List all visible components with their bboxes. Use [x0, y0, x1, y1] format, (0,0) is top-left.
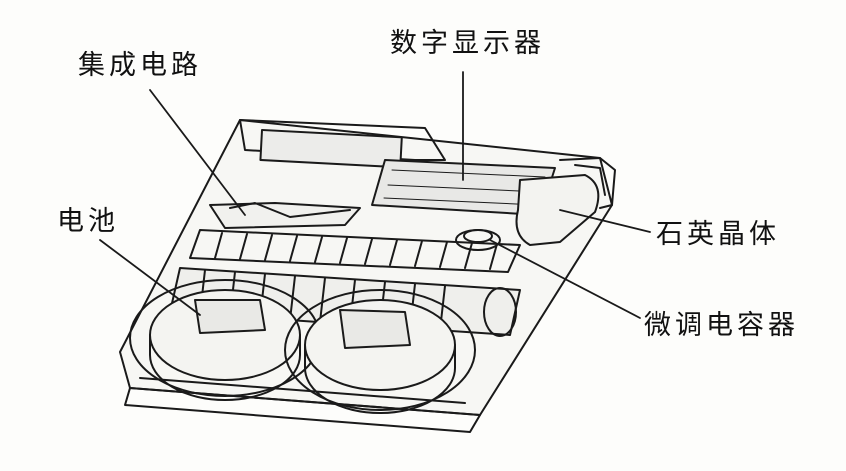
battery-left	[129, 279, 321, 401]
battery-right	[284, 289, 476, 414]
leader-ic	[149, 89, 246, 216]
leader-lines	[99, 71, 651, 319]
trimmer-capacitor	[455, 229, 501, 251]
leader-crystal	[559, 209, 651, 233]
integrated-circuit-block	[209, 202, 361, 229]
label-battery: 电池	[57, 206, 119, 237]
contact-comb	[189, 229, 521, 273]
display-housing	[239, 119, 556, 216]
leader-trimmer	[489, 239, 641, 319]
label-trimmer-capacitor: 微调电容器	[644, 310, 799, 341]
label-quartz-crystal: 石英晶体	[656, 219, 780, 250]
quartz-crystal-part	[515, 157, 616, 246]
label-integrated-circuit: 集成电路	[78, 50, 202, 81]
leader-battery	[99, 239, 201, 316]
label-digital-display: 数字显示器	[390, 28, 545, 59]
